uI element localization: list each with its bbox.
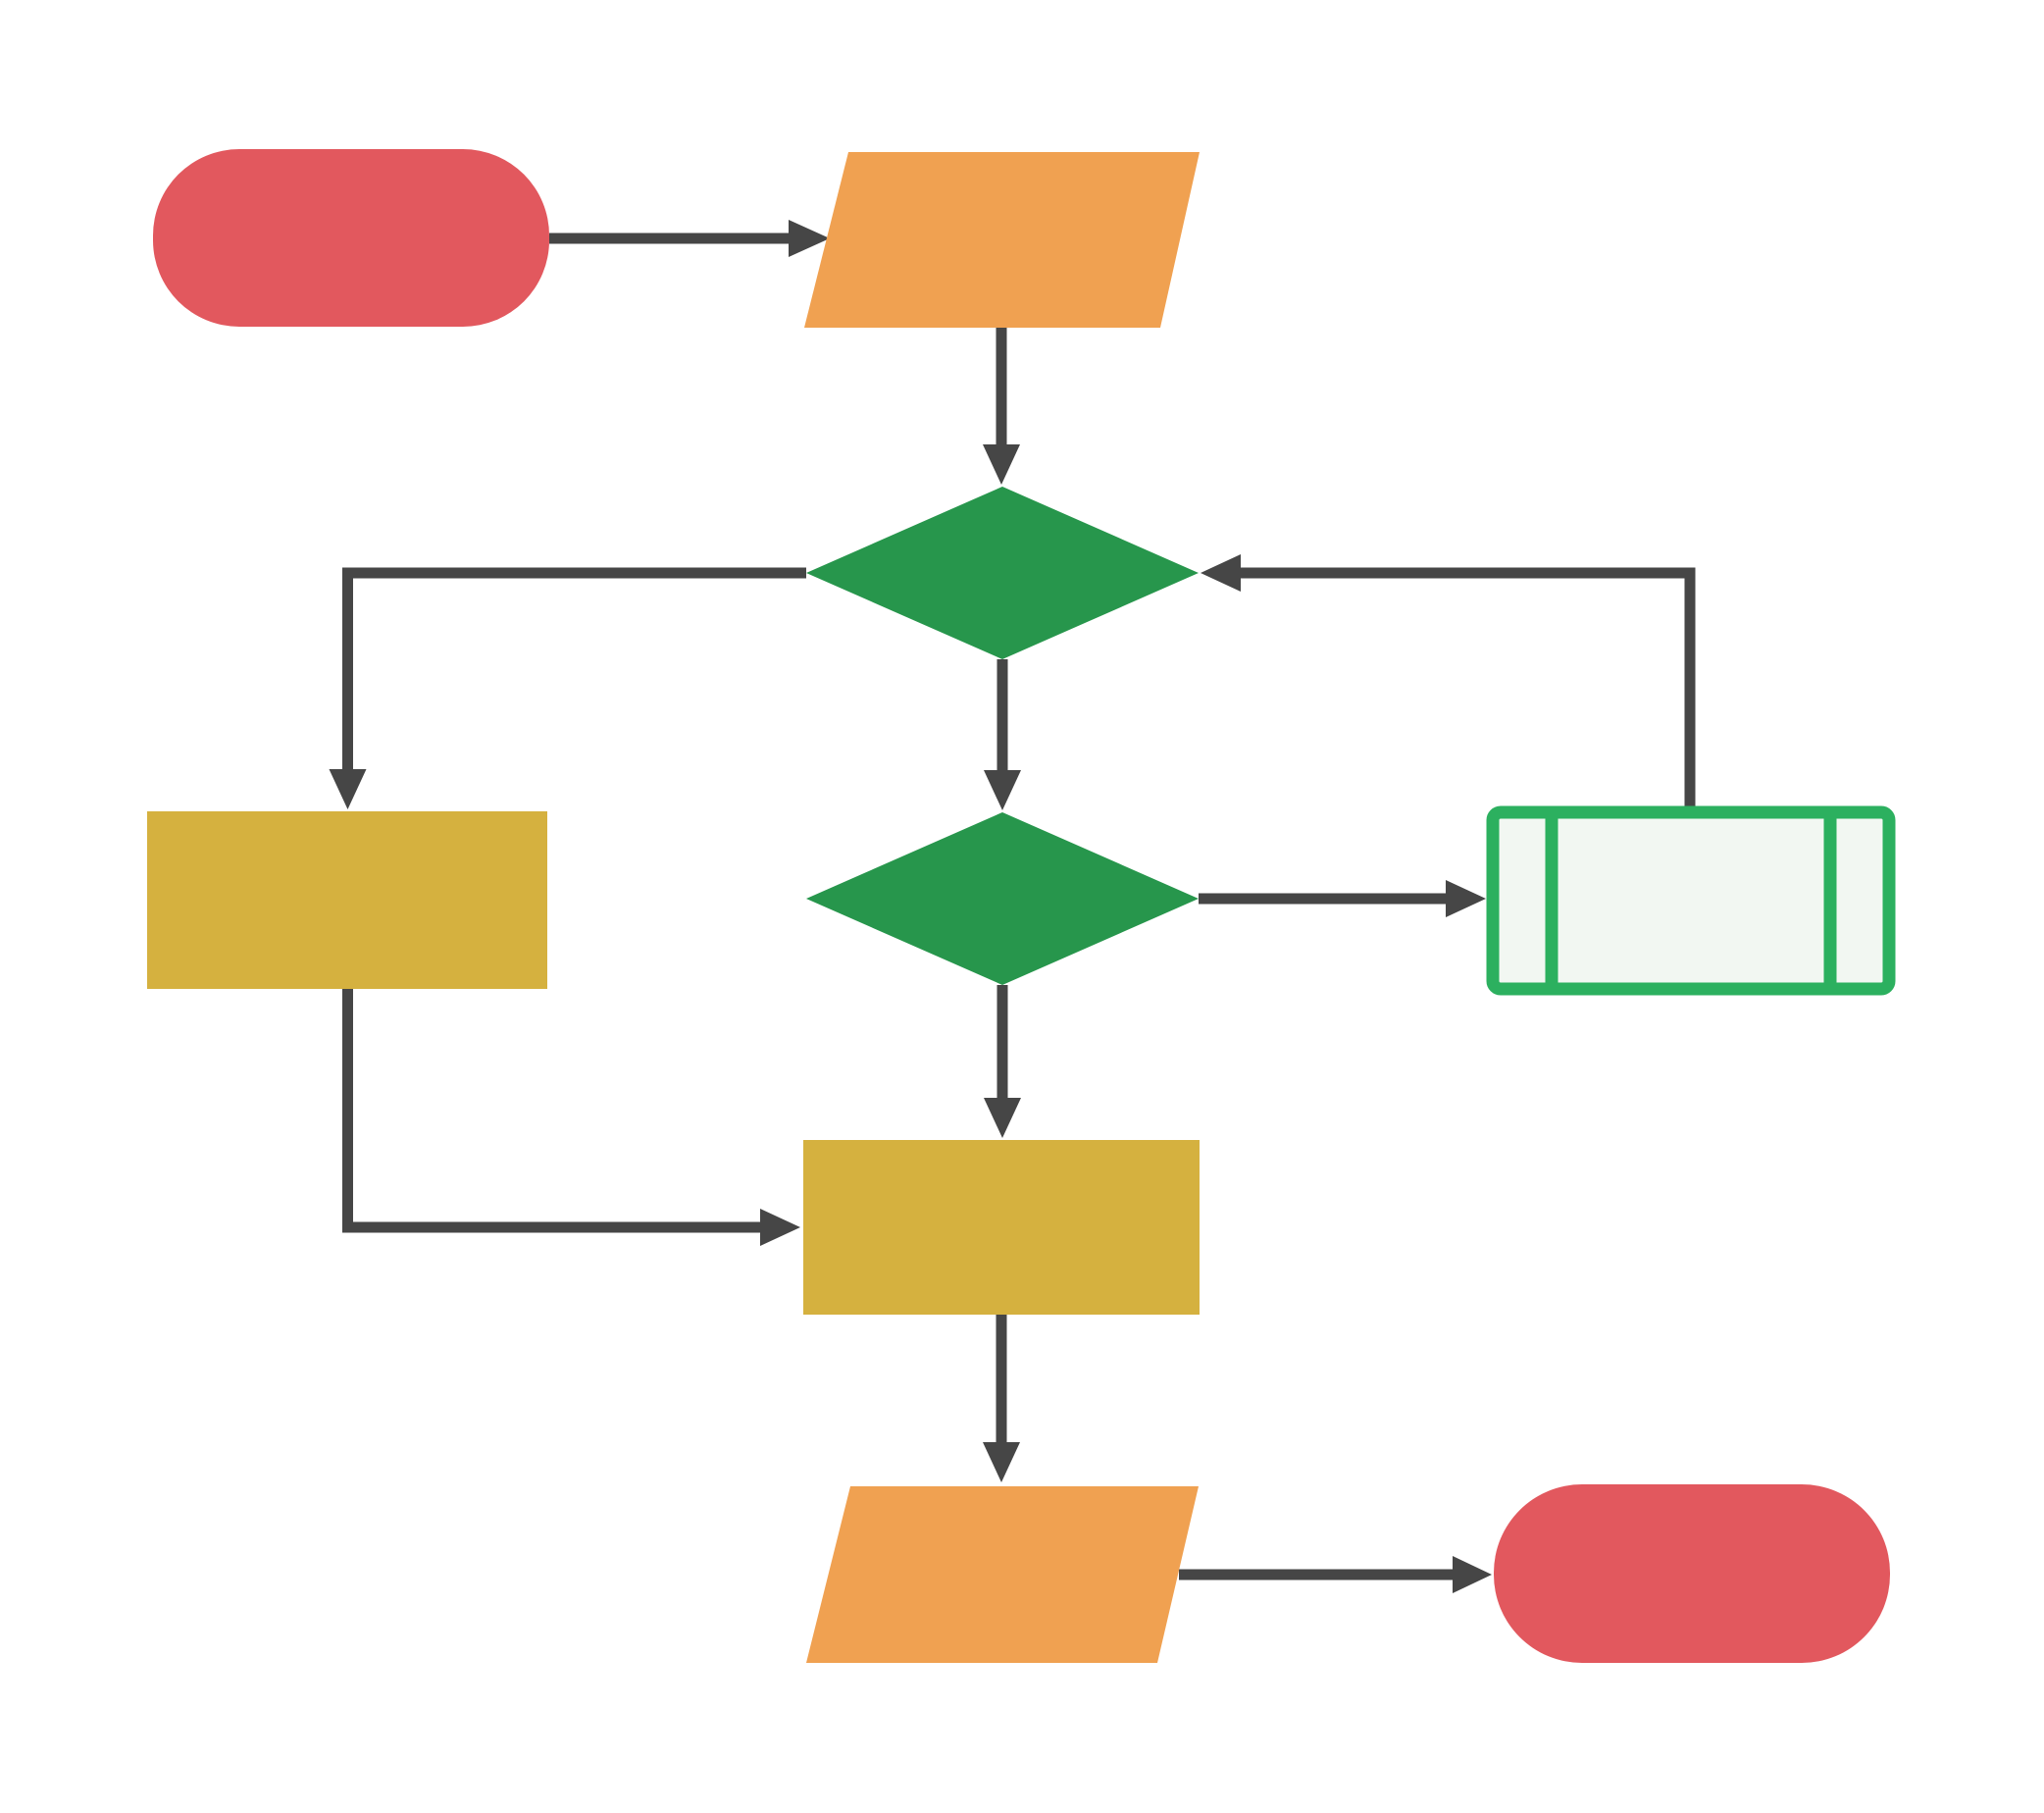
edge-subroutine-to-decision1 [1239,567,1696,808]
terminator-start [153,149,549,327]
decision-diamond-2 [806,812,1199,985]
arrowhead-decision1-to-process-left [329,769,367,809]
arrowhead-decision2-to-subroutine [1446,880,1486,917]
arrowhead-subroutine-to-decision1 [1201,554,1241,592]
arrowheads [329,220,1492,1593]
terminator-end [1494,1484,1890,1663]
parallelogram-output [806,1486,1199,1663]
arrowhead-process-left-to-process-center [760,1209,800,1246]
decision-diamond-1 [806,487,1199,659]
arrowhead-output-to-end [1453,1556,1492,1593]
edge-decision1-to-process-left [342,567,806,772]
arrowhead-process-center-to-output [983,1442,1020,1482]
process-rect-left [147,811,547,989]
arrowhead-input-to-decision1 [983,444,1020,485]
connectors [342,233,1696,1580]
arrowhead-decision1-to-decision2 [984,770,1021,810]
arrowhead-decision2-to-process-center [984,1098,1021,1138]
process-rect-center [803,1140,1200,1315]
arrowhead-start-to-input [789,220,830,257]
edge-process-left-to-process-center [342,989,762,1233]
predefined-process-box [1486,805,1896,996]
parallelogram-input [804,152,1200,328]
predefined-process-body [1486,805,1896,996]
